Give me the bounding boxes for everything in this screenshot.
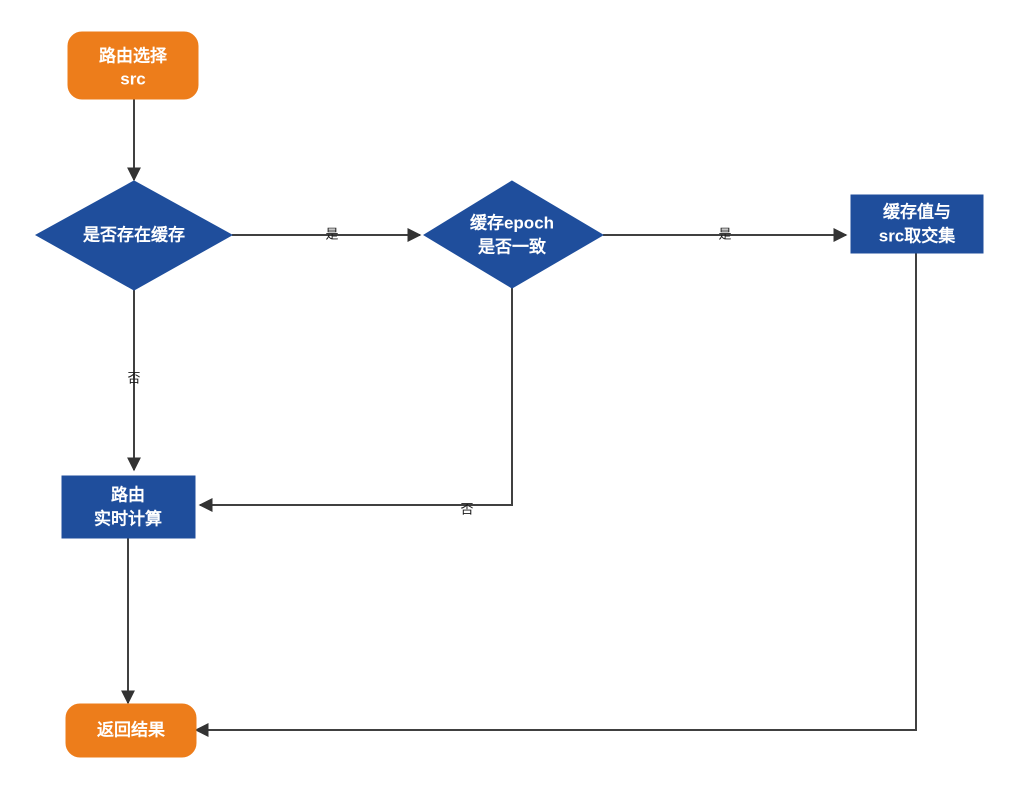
realtime-compute-node-label-line1: 路由 — [111, 484, 145, 504]
intersect-src-node-label-line1: 缓存值与 — [883, 201, 951, 221]
edge-line — [198, 288, 513, 512]
has-cache-node-shape[interactable] — [34, 180, 234, 291]
intersect-src-node-shape[interactable] — [850, 194, 984, 254]
node-intersect-src[interactable]: 缓存值与 src取交集 — [850, 194, 984, 254]
edge-label-epoch-yes: 是 — [718, 226, 731, 241]
start-node-label-line2: src — [120, 69, 146, 88]
edge-label-has-cache-no: 否 — [127, 370, 140, 385]
node-return-result[interactable]: 返回结果 — [65, 703, 197, 758]
epoch-match-node-label-line2: 是否一致 — [478, 236, 547, 256]
edge-has-cache-yes: 是 — [232, 226, 422, 242]
realtime-compute-node-label-line2: 实时计算 — [94, 508, 162, 528]
intersect-src-node-label-line2: src取交集 — [879, 225, 957, 245]
edge-label-has-cache-yes: 是 — [325, 226, 338, 241]
node-start[interactable]: 路由选择 src — [67, 31, 199, 100]
realtime-compute-node-shape[interactable] — [61, 475, 196, 539]
start-node-label-line1: 路由选择 — [99, 45, 168, 65]
edge-line — [194, 253, 917, 737]
node-realtime-compute[interactable]: 路由 实时计算 — [61, 475, 196, 539]
edge-epoch-yes: 是 — [603, 226, 848, 242]
return-result-node-label: 返回结果 — [97, 719, 165, 739]
node-has-cache[interactable]: 是否存在缓存 — [34, 180, 234, 291]
has-cache-node-label: 是否存在缓存 — [83, 224, 185, 244]
edge-intersect-to-return — [194, 253, 917, 737]
epoch-match-node-shape[interactable] — [423, 180, 604, 289]
epoch-match-node-label-line1: 缓存epoch — [470, 212, 554, 232]
edge-label-epoch-no: 否 — [460, 501, 473, 516]
edge-has-cache-no: 否 — [127, 290, 141, 472]
return-result-node-shape[interactable] — [65, 703, 197, 758]
start-node-shape[interactable] — [67, 31, 199, 100]
edge-epoch-no: 否 — [198, 288, 513, 516]
node-epoch-match[interactable]: 缓存epoch 是否一致 — [423, 180, 604, 289]
